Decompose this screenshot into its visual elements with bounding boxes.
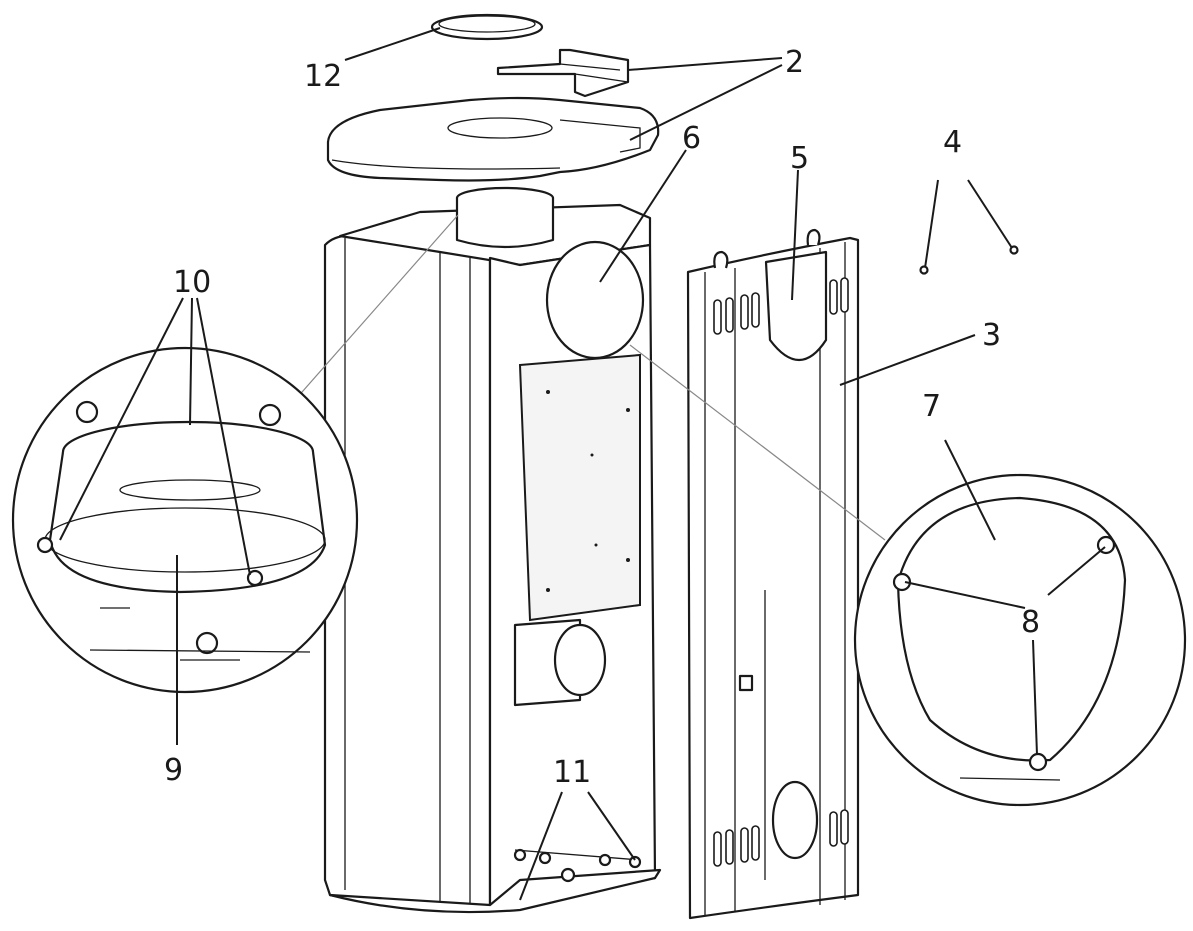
detail-circle-right: [629, 344, 1187, 807]
callout-6: 6: [682, 121, 701, 156]
part-3-side-panel: [686, 228, 860, 920]
stove-body: [323, 186, 662, 914]
leader-lines: [59, 27, 1106, 901]
callout-11: 11: [553, 755, 591, 790]
callout-5: 5: [790, 141, 809, 176]
callout-8: 8: [1021, 605, 1040, 640]
callout-3: 3: [982, 318, 1001, 353]
callout-9: 9: [164, 753, 183, 788]
part-2-top-lid: [326, 96, 660, 182]
detail-circle-left: [11, 214, 459, 694]
part-2-clip: [496, 48, 630, 98]
callout-12: 12: [304, 59, 342, 94]
callout-2: 2: [785, 45, 804, 80]
part-4-screws: [919, 179, 1019, 275]
callout-4: 4: [943, 125, 962, 160]
callout-7: 7: [922, 389, 941, 424]
callout-labels: 12 2 6 5 4 3 10 7 8 9 11: [164, 45, 1040, 790]
callout-10: 10: [173, 265, 211, 300]
part-12-top-cap: [430, 13, 544, 41]
